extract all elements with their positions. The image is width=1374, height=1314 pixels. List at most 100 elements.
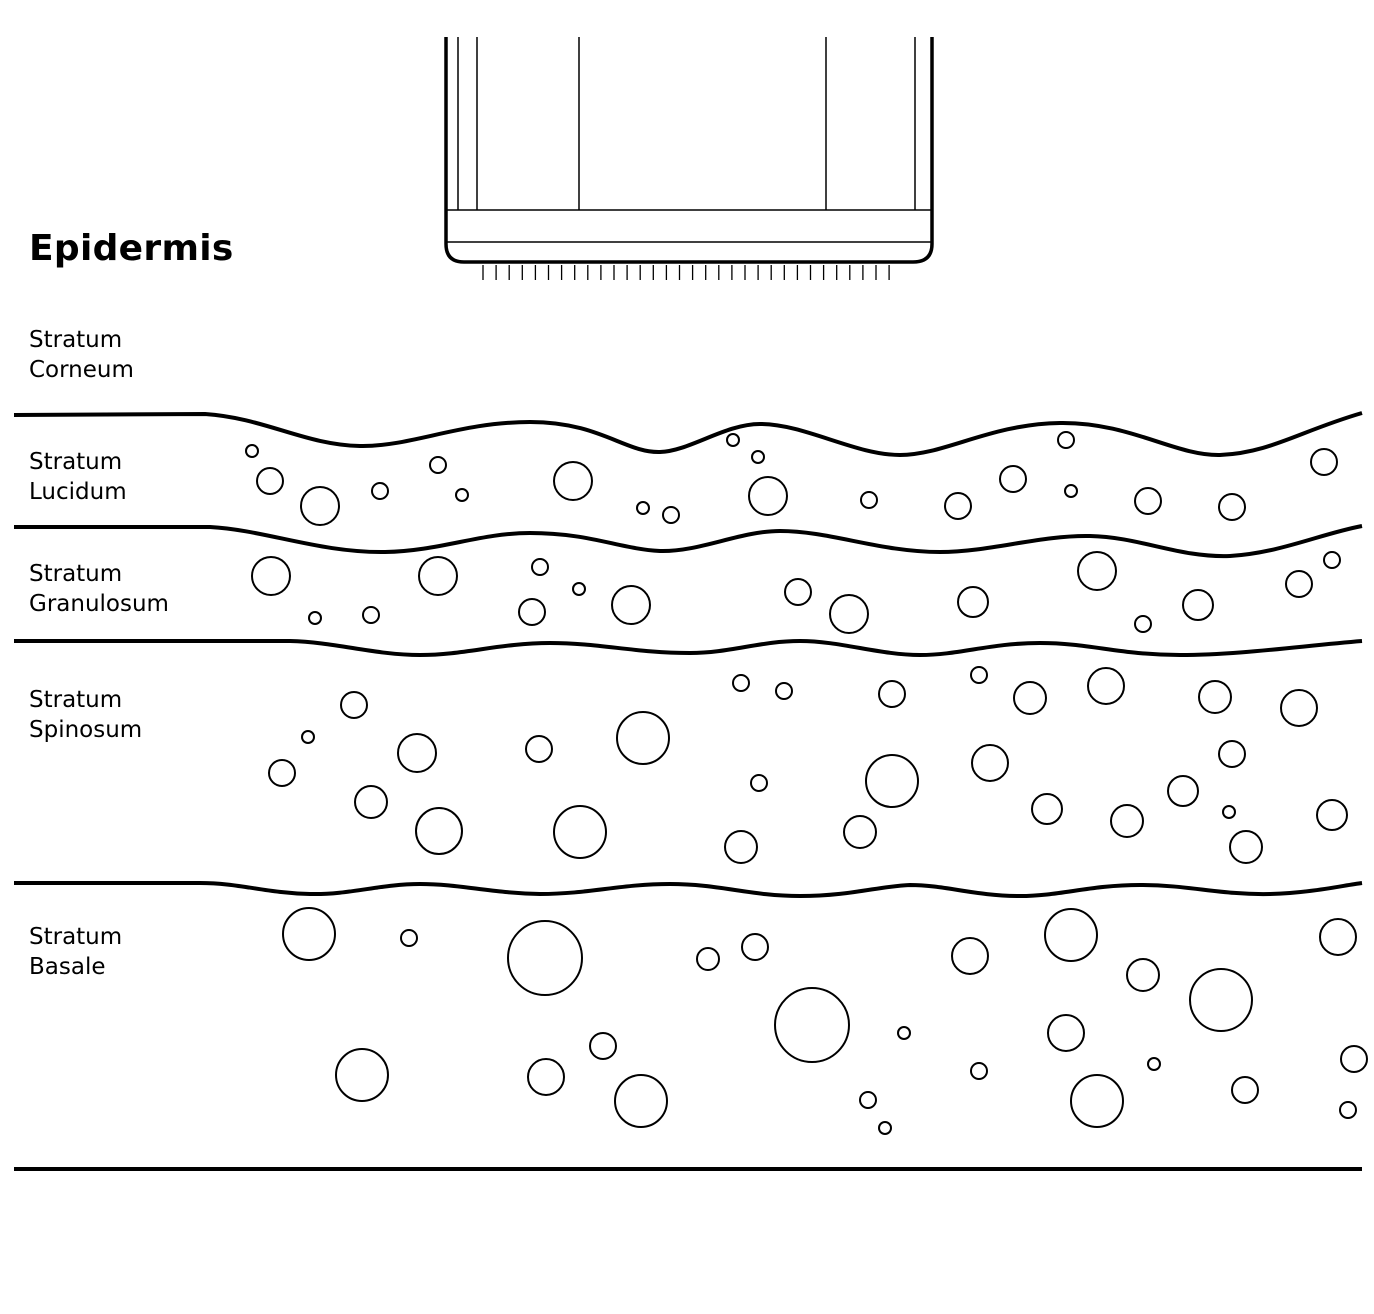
boundary-lucidum-granulosum xyxy=(14,524,1363,559)
cell xyxy=(308,611,322,625)
label-line-1: Stratum xyxy=(29,924,123,950)
cell xyxy=(354,785,388,819)
cell xyxy=(1340,1045,1368,1073)
cell xyxy=(455,488,469,502)
cell xyxy=(1222,805,1236,819)
cell xyxy=(843,815,877,849)
cell xyxy=(1182,589,1214,621)
cell xyxy=(1319,918,1357,956)
label-stratum-lucidum: Stratum Lucidum xyxy=(29,447,127,507)
cell xyxy=(897,1026,911,1040)
boundary-corneum-lucidum xyxy=(13,411,1363,458)
cell xyxy=(1218,740,1246,768)
cell xyxy=(1070,1074,1124,1128)
cell xyxy=(400,929,418,947)
cell xyxy=(616,711,670,765)
cell xyxy=(1316,799,1348,831)
label-line-1: Stratum xyxy=(29,561,123,587)
cell xyxy=(662,506,680,524)
label-line-1: Stratum xyxy=(29,327,123,353)
cell xyxy=(636,501,650,515)
cell xyxy=(1110,804,1144,838)
cell xyxy=(527,1058,565,1096)
label-line-2: Basale xyxy=(29,954,106,980)
cell xyxy=(282,907,336,961)
layer-boundaries xyxy=(13,411,1363,1171)
cell xyxy=(1064,484,1078,498)
cell xyxy=(726,433,740,447)
cell xyxy=(1323,551,1341,569)
cell xyxy=(944,492,972,520)
diagram-title: Epidermis xyxy=(29,228,234,269)
cell xyxy=(268,759,296,787)
cell xyxy=(1077,551,1117,591)
cell xyxy=(256,467,284,495)
cell xyxy=(429,456,447,474)
cell xyxy=(1134,487,1162,515)
cell xyxy=(340,691,368,719)
label-stratum-corneum: Stratum Corneum xyxy=(29,325,134,385)
label-line-1: Stratum xyxy=(29,687,123,713)
cell xyxy=(1013,681,1047,715)
cell xyxy=(732,674,750,692)
cell xyxy=(1339,1101,1357,1119)
cell xyxy=(724,830,758,864)
cell xyxy=(999,465,1027,493)
cell xyxy=(970,666,988,684)
cell xyxy=(829,594,869,634)
cell xyxy=(525,735,553,763)
cell xyxy=(415,807,463,855)
cell xyxy=(1280,689,1318,727)
cell xyxy=(751,450,765,464)
cell xyxy=(572,582,586,596)
cell xyxy=(1198,680,1232,714)
cell xyxy=(865,754,919,808)
cell xyxy=(748,476,788,516)
cell xyxy=(362,606,380,624)
cell xyxy=(859,1091,877,1109)
cell xyxy=(397,733,437,773)
cell xyxy=(775,682,793,700)
cell xyxy=(611,585,651,625)
label-line-2: Corneum xyxy=(29,357,134,383)
cell xyxy=(1167,775,1199,807)
microneedle-device-icon xyxy=(444,37,934,280)
cell xyxy=(1044,908,1098,962)
cell xyxy=(878,680,906,708)
cell xyxy=(531,558,549,576)
boundary-spinosum-basale xyxy=(14,881,1363,899)
cell xyxy=(245,444,259,458)
cell xyxy=(1147,1057,1161,1071)
cell xyxy=(1231,1076,1259,1104)
cell xyxy=(971,744,1009,782)
label-line-2: Granulosum xyxy=(29,591,169,617)
cell xyxy=(553,461,593,501)
cell xyxy=(951,937,989,975)
cell xyxy=(418,556,458,596)
cell xyxy=(1087,667,1125,705)
cell xyxy=(1047,1014,1085,1052)
cell xyxy=(696,947,720,971)
cell xyxy=(1310,448,1338,476)
cell xyxy=(335,1048,389,1102)
label-stratum-granulosum: Stratum Granulosum xyxy=(29,559,169,619)
cell xyxy=(970,1062,988,1080)
cell xyxy=(1229,830,1263,864)
cell xyxy=(371,482,389,500)
cell xyxy=(518,598,546,626)
cell xyxy=(300,486,340,526)
cell xyxy=(741,933,769,961)
cell xyxy=(1126,958,1160,992)
cell xyxy=(878,1121,892,1135)
label-stratum-spinosum: Stratum Spinosum xyxy=(29,685,142,745)
label-stratum-basale: Stratum Basale xyxy=(29,922,122,982)
cells xyxy=(245,431,1368,1135)
label-line-1: Stratum xyxy=(29,449,123,475)
cell xyxy=(774,987,850,1063)
cell xyxy=(957,586,989,618)
cell xyxy=(251,556,291,596)
microneedles xyxy=(482,265,890,280)
cell xyxy=(553,805,607,859)
cell xyxy=(1189,968,1253,1032)
